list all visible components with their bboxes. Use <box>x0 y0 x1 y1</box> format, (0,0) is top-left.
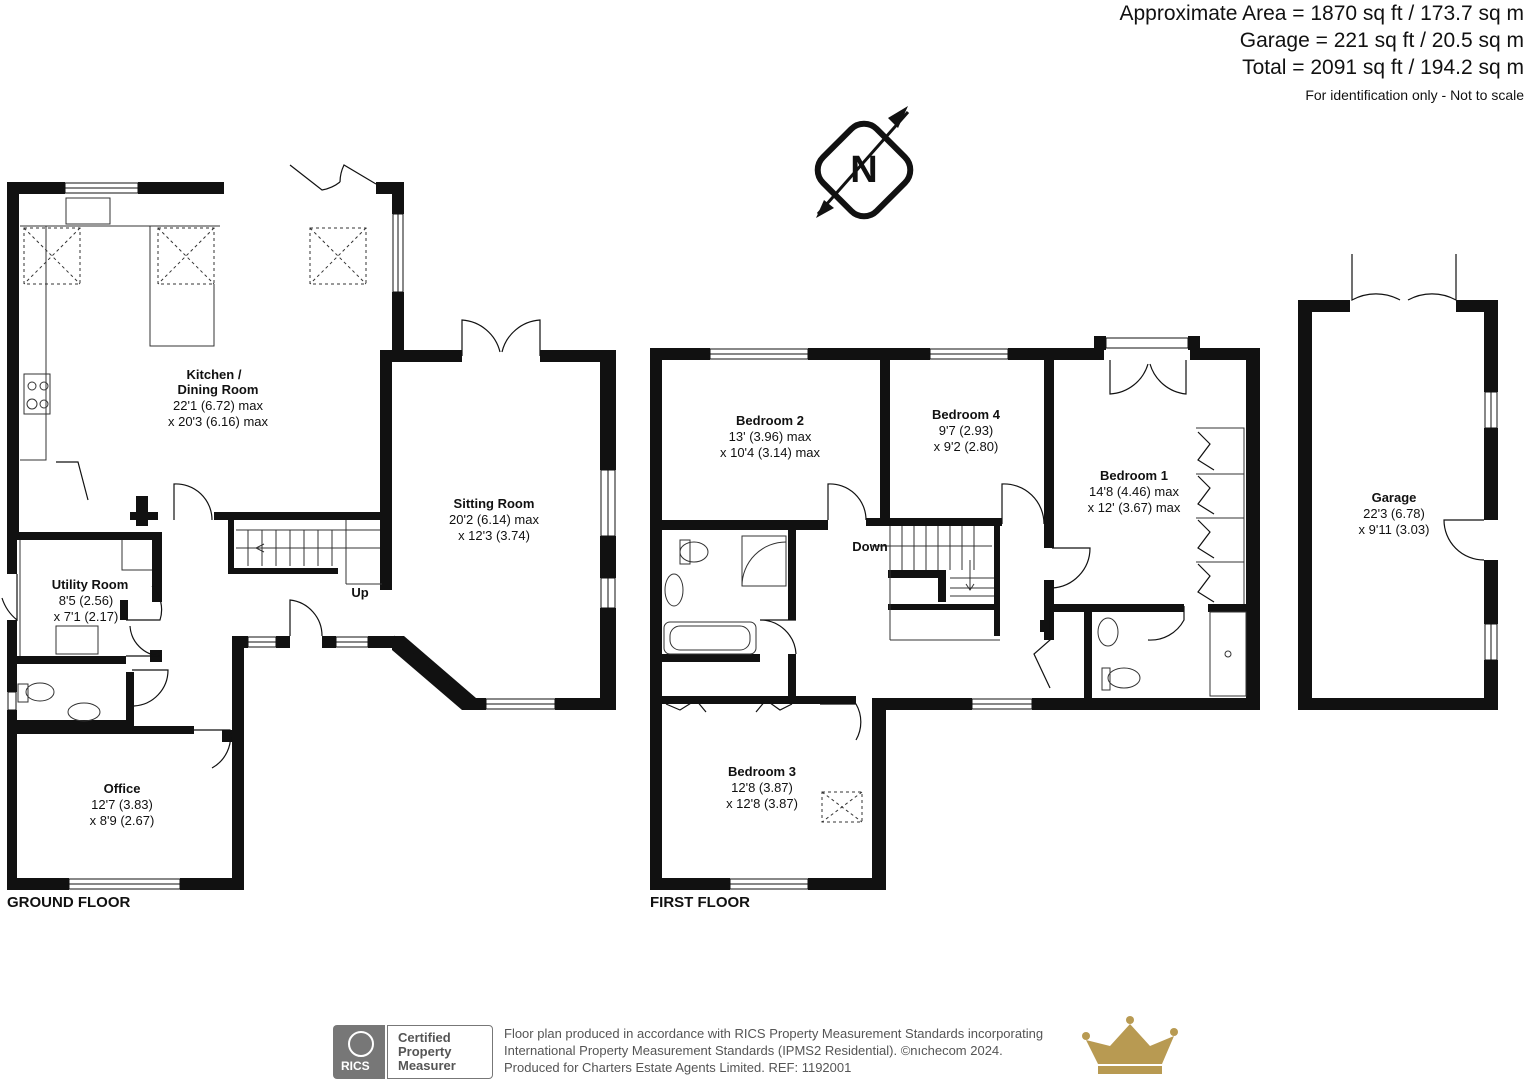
ensuite <box>1097 611 1247 697</box>
bedroom3-name: Bedroom 3 <box>728 764 796 779</box>
bath-icon <box>663 621 757 655</box>
bedroom2-dim-2: x 10'4 (3.14) max <box>720 445 821 460</box>
footer-line-3: Produced for Charters Estate Agents Limi… <box>504 1060 852 1075</box>
utility-dim-2: x 7'1 (2.17) <box>54 609 119 624</box>
footer-line-2: International Property Measurement Stand… <box>504 1043 1003 1058</box>
bedroom4-dim-1: 9'7 (2.93) <box>939 423 994 438</box>
bedroom2-dim-1: 13' (3.96) max <box>729 429 812 444</box>
crown-logo <box>1082 1016 1178 1074</box>
kitchen-name-1: Kitchen / <box>187 367 242 382</box>
doors <box>1 164 1485 769</box>
shower-icon <box>741 535 787 587</box>
kitchen-name-2: Dining Room <box>178 382 259 397</box>
sink-icon-utility <box>55 625 99 655</box>
office-dim-2: x 8'9 (2.67) <box>90 813 155 828</box>
footer-text: Floor plan produced in accordance with R… <box>504 1025 1084 1076</box>
toilet-icon-ensuite <box>1107 667 1141 689</box>
utility-name: Utility Room <box>52 577 129 592</box>
room-labels: Kitchen / Dining Room 22'1 (6.72) max x … <box>7 367 1429 911</box>
approximate-area: Approximate Area = 1870 sq ft / 173.7 sq… <box>1119 2 1525 25</box>
sink-icon <box>65 197 111 225</box>
fittings <box>17 197 1247 823</box>
garage-dim-1: 22'3 (6.78) <box>1363 506 1425 521</box>
area-summary: Approximate Area = 1870 sq ft / 173.7 sq… <box>1120 0 1525 105</box>
total-area: Total = 2091 sq ft / 194.2 sq m <box>1242 56 1524 79</box>
scale-note: For identification only - Not to scale <box>1305 87 1524 103</box>
bedroom1-dim-1: 14'8 (4.46) max <box>1089 484 1179 499</box>
bedroom4-name: Bedroom 4 <box>932 407 1001 422</box>
bedroom4-dim-2: x 9'2 (2.80) <box>934 439 999 454</box>
hob-icon <box>23 373 51 415</box>
bedroom1-name: Bedroom 1 <box>1100 468 1168 483</box>
sitting-name: Sitting Room <box>454 496 535 511</box>
garage-dim-2: x 9'11 (3.03) <box>1359 522 1430 537</box>
first-floor-label: FIRST FLOOR <box>650 894 750 911</box>
office-dim-1: 12'7 (3.83) <box>91 797 153 812</box>
office-name: Office <box>104 781 141 796</box>
bathroom-first <box>663 535 787 655</box>
ground-floor-label: GROUND FLOOR <box>7 894 130 911</box>
garage-area: Garage = 221 sq ft / 20.5 sq m <box>1239 29 1524 52</box>
badge-line-2: Property <box>398 1044 452 1059</box>
walls <box>7 182 1498 890</box>
stairs-ground <box>236 520 382 585</box>
basin-icon-ensuite <box>1097 617 1119 647</box>
stairs-up-label: Up <box>351 585 368 600</box>
basin-icon-bath <box>664 573 684 607</box>
kitchen-dim-1: 22'1 (6.72) max <box>173 398 263 413</box>
bedroom3-dim-1: 12'8 (3.87) <box>731 780 793 795</box>
skylight-icon <box>23 227 863 823</box>
kitchen-dim-2: x 20'3 (6.16) max <box>168 414 269 429</box>
bedroom3-dim-2: x 12'8 (3.87) <box>726 796 798 811</box>
badge-line-3: Measurer <box>398 1058 456 1073</box>
bedroom2-name: Bedroom 2 <box>736 413 804 428</box>
utility-dim-1: 8'5 (2.56) <box>59 593 114 608</box>
compass-letter: N <box>850 149 877 191</box>
certified-box: Certified Property Measurer <box>387 1025 493 1079</box>
windows <box>7 182 1498 890</box>
rics-badge: RICS Certified Property Measurer <box>333 1025 493 1079</box>
stairs-first <box>872 526 1000 641</box>
footer-line-1: Floor plan produced in accordance with R… <box>504 1026 1044 1041</box>
garage-name: Garage <box>1372 490 1417 505</box>
toilet-icon-bath <box>679 541 709 563</box>
compass-icon: N <box>814 106 914 220</box>
sitting-dim-1: 20'2 (6.14) max <box>449 512 539 527</box>
stairs-down-label: Down <box>852 539 887 554</box>
basin-icon <box>67 702 101 722</box>
shower-icon-ensuite <box>1209 611 1247 697</box>
sitting-dim-2: x 12'3 (3.74) <box>458 528 530 543</box>
toilet-icon <box>25 682 55 702</box>
rics-logo: RICS <box>333 1025 385 1079</box>
badge-line-1: Certified <box>398 1030 451 1045</box>
lion-icon <box>348 1031 374 1057</box>
bedroom1-dim-2: x 12' (3.67) max <box>1088 500 1181 515</box>
